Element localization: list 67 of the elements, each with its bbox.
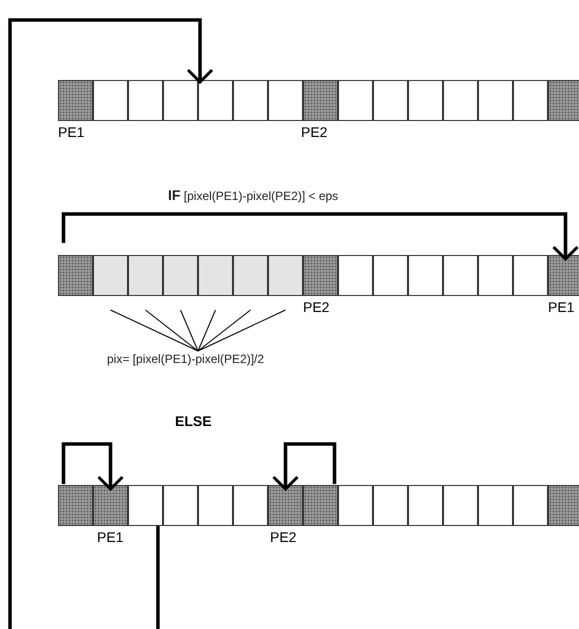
- pixel-cell: [513, 485, 548, 526]
- leader-line: [145, 310, 198, 352]
- pixel-cell: [478, 80, 513, 121]
- leader-line: [198, 310, 286, 352]
- pixel-cell: [408, 485, 443, 526]
- pixel-row: [58, 255, 579, 296]
- pixel-cell: [163, 80, 198, 121]
- cell-label: PE2: [303, 299, 330, 315]
- pixel-cell: [478, 255, 513, 296]
- pixel-row: [58, 80, 579, 121]
- pixel-cell: [373, 485, 408, 526]
- pixel-cell: [163, 255, 198, 296]
- formula-text: pix= [pixel(PE1)-pixel(PE2)]/2: [107, 352, 264, 366]
- pixel-cell: [58, 80, 93, 121]
- pixel-cell: [338, 255, 373, 296]
- leader-line: [180, 310, 198, 352]
- pixel-cell: [303, 485, 338, 526]
- cell-label: PE1: [548, 299, 574, 315]
- pixel-cell: [513, 255, 548, 296]
- pixel-cell: [93, 485, 128, 526]
- pixel-cell: [373, 255, 408, 296]
- cell-label: PE2: [301, 124, 328, 140]
- cell-label: PE1: [58, 124, 84, 140]
- leader-line: [110, 310, 198, 352]
- leader-line: [198, 310, 216, 352]
- pixel-cell: [373, 80, 408, 121]
- arrow: [8, 18, 214, 629]
- pixel-cell: [548, 80, 579, 121]
- pixel-cell: [513, 80, 548, 121]
- pixel-cell: [233, 80, 268, 121]
- cell-label: PE1: [97, 529, 124, 545]
- pixel-cell: [198, 485, 233, 526]
- pixel-cell: [163, 485, 198, 526]
- branch-label: ELSE: [175, 413, 212, 429]
- pixel-cell: [408, 80, 443, 121]
- arrow: [62, 442, 124, 490]
- pixel-cell: [198, 255, 233, 296]
- pixel-cell: [93, 80, 128, 121]
- pixel-cell: [478, 485, 513, 526]
- pixel-cell: [443, 485, 478, 526]
- pixel-cell: [548, 485, 579, 526]
- pixel-cell: [338, 485, 373, 526]
- pixel-cell: [408, 255, 443, 296]
- pixel-cell: [443, 80, 478, 121]
- leader-line: [198, 310, 251, 352]
- pixel-cell: [338, 80, 373, 121]
- pixel-cell: [128, 255, 163, 296]
- pixel-row: [58, 485, 579, 526]
- pixel-cell: [128, 80, 163, 121]
- pixel-cell: [268, 485, 303, 526]
- pixel-cell: [58, 485, 93, 526]
- pixel-cell: [93, 255, 128, 296]
- pixel-cell: [548, 255, 579, 296]
- pixel-cell: [58, 255, 93, 296]
- pixel-cell: [268, 80, 303, 121]
- pixel-cell: [128, 485, 163, 526]
- pixel-cell: [233, 255, 268, 296]
- pixel-cell: [198, 80, 233, 121]
- pixel-cell: [443, 255, 478, 296]
- pixel-cell: [268, 255, 303, 296]
- pixel-cell: [233, 485, 268, 526]
- pixel-cell: [303, 80, 338, 121]
- pixel-cell: [303, 255, 338, 296]
- edge-label: IF [pixel(PE1)-pixel(PE2)] < eps: [168, 187, 338, 203]
- arrow: [272, 442, 336, 490]
- arrow: [62, 212, 579, 260]
- cell-label: PE2: [270, 529, 296, 545]
